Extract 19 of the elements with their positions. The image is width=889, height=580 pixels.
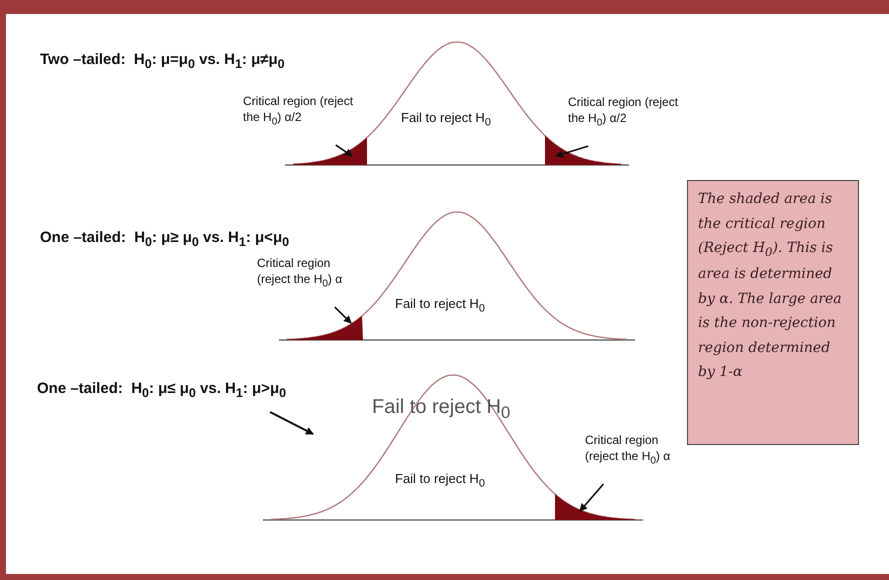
region-text: Fail to reject H$_{0}$ <box>401 109 491 130</box>
leader-arrow <box>335 144 353 157</box>
shaded-critical-region <box>286 316 363 340</box>
heading: One –tailed: H$_{0}$: μ≥ μ$_{0}$ vs. H$_{1}$: μ<μ$_{0}$ <box>40 228 290 251</box>
leader-arrow <box>555 145 588 158</box>
shaded-critical-region <box>293 138 367 165</box>
region-label: Critical region (reject the H$_{0}$) α/2 <box>568 94 693 130</box>
leader-arrow <box>334 306 352 324</box>
region-text: Fail to reject H$_{0}$ <box>395 295 485 316</box>
leader-arrow <box>579 484 604 512</box>
shaded-critical-region <box>555 494 636 520</box>
shaded-critical-region <box>545 136 622 165</box>
region-text: Fail to reject H$_{0}$ <box>395 470 485 492</box>
heading: One –tailed: H$_{0}$: μ≤ μ$_{0}$ vs. H$_{1}$: μ>μ$_{0}$ <box>37 379 286 402</box>
heading: Two –tailed: H$_{0}$: μ=μ$_{0}$ vs. H$_{1}$: μ≠μ$_{0}$ <box>40 50 285 73</box>
region-label: Critical region (reject the H$_{0}$) α <box>257 255 352 292</box>
region-label: Critical region (reject the H$_{0}$) α/2 <box>243 93 368 130</box>
note-box: The shaded area is the critical region (Reject H$_{0}$). This is area is determined by α. The large area is the non-rejection region determined by 1-α <box>687 180 859 445</box>
region-label: Critical region (reject the H$_{0}$) α <box>585 432 680 468</box>
